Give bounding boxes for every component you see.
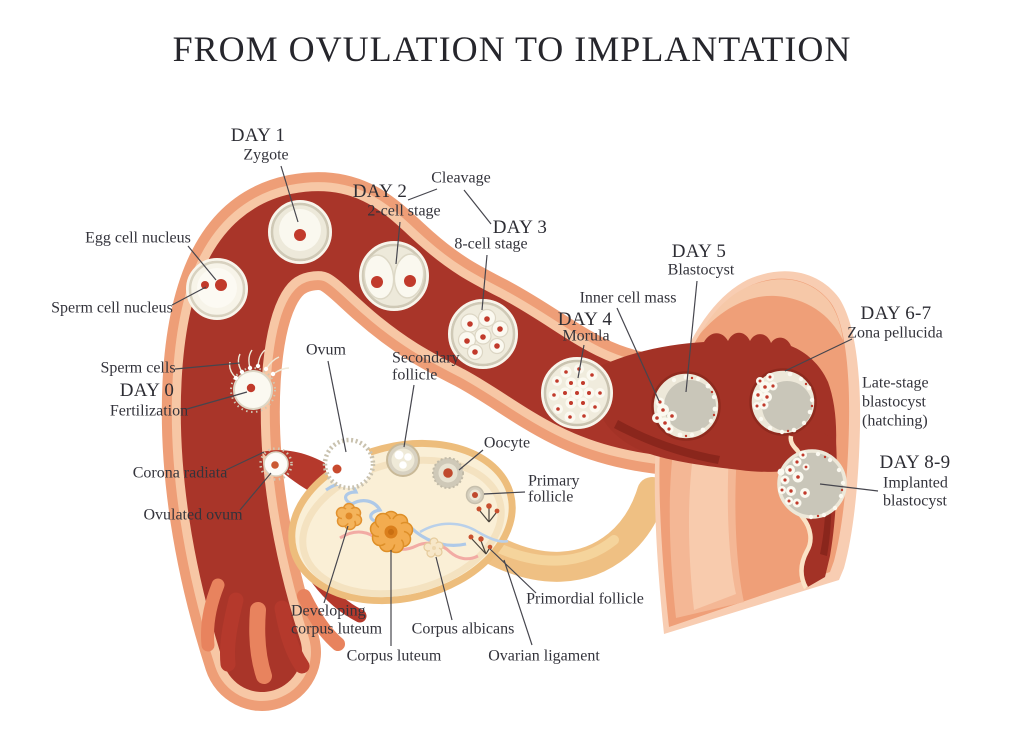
fimbriae (201, 573, 367, 684)
label-inner-cell-mass: Inner cell mass (579, 289, 677, 307)
cavity-streak-1 (614, 420, 720, 464)
leader-inner-cell-mass (616, 307, 660, 402)
label-corona-radiata: Corona radiata (132, 464, 228, 482)
leader-day89 (819, 483, 879, 492)
primordial-follicles (468, 503, 500, 555)
label-day3-name: 8-cell stage (454, 235, 528, 253)
two-cell-stage (359, 241, 429, 311)
ovary-vessel-blue-2 (419, 522, 509, 543)
leader-egg-cell-nucleus (187, 245, 217, 281)
label-cleavage: Cleavage (431, 169, 491, 187)
label-day0: DAY 0 (119, 380, 175, 402)
blastocyst-day5 (651, 371, 721, 441)
label-day89: DAY 8-9 (879, 452, 951, 474)
leader-primordial-follicle (489, 548, 537, 594)
label-day0-name: Fertilization (109, 402, 189, 420)
leader-developing-corpus-luteum (323, 525, 349, 604)
page-title: FROM OVULATION TO IMPLANTATION (172, 29, 852, 69)
leader-sperm-cell-nucleus (171, 286, 207, 306)
label-ovum: Ovum (306, 341, 346, 359)
label-late-stage-3: (hatching) (862, 412, 928, 430)
pronuclei-cell (186, 258, 248, 320)
label-day67: DAY 6-7 (860, 303, 932, 325)
ovary (288, 437, 516, 605)
secondary-follicle (386, 443, 420, 477)
leader-day4 (577, 344, 585, 379)
oocyte-follicle (432, 457, 464, 489)
leader-day1 (280, 165, 299, 223)
leader-ovum (327, 360, 347, 453)
leader-ovulated-ovum (239, 472, 272, 511)
label-late-stage-2: blastocyst (862, 393, 926, 411)
ovarian-ligament (475, 477, 667, 582)
label-day3: DAY 3 (492, 217, 548, 239)
leader-day2 (395, 221, 401, 265)
ovary-vessel-blue (325, 481, 467, 547)
zygote-cell (268, 200, 332, 264)
leader-day3 (481, 254, 488, 311)
eight-cell-stage (448, 299, 518, 369)
leader-lines (171, 165, 879, 646)
label-sperm-cells: Sperm cells (100, 359, 176, 377)
leader-sperm-cells (174, 362, 241, 370)
corpus-albicans (423, 537, 444, 558)
label-day1: DAY 1 (230, 125, 286, 147)
blastocyst-day67 (749, 368, 817, 436)
leader-primary-follicle (483, 491, 526, 495)
label-secondary-follicle-2: follicle (392, 366, 438, 384)
label-corpus-albicans: Corpus albicans (411, 620, 515, 638)
leader-cleavage-left (407, 188, 438, 201)
sperm-cells (228, 349, 290, 381)
primary-follicle (465, 485, 485, 505)
leader-fertilization (186, 391, 248, 410)
label-day67-name: Zona pellucida (847, 324, 943, 342)
corpus-luteum (369, 510, 414, 554)
leader-ovarian-ligament (503, 559, 533, 646)
fertilization-cell (228, 349, 290, 413)
label-day2: DAY 2 (352, 181, 408, 203)
fundus-highlight (700, 279, 843, 340)
label-late-stage-1: Late-stage (862, 374, 929, 392)
developing-corpus-luteum (335, 502, 363, 531)
ovulated-ovum (259, 447, 293, 481)
label-day89-2: blastocyst (883, 492, 947, 510)
label-primary-follicle-1: Primary (528, 472, 580, 490)
label-day5: DAY 5 (671, 241, 727, 263)
ovary-vessel-pink (339, 530, 479, 561)
label-day1-name: Zygote (243, 146, 289, 164)
leader-secondary-follicle (403, 384, 415, 448)
leader-zona-pellucida (784, 338, 853, 372)
label-ovulated-ovum: Ovulated ovum (143, 506, 243, 524)
label-day4: DAY 4 (557, 309, 613, 331)
label-primordial-follicle: Primordial follicle (526, 590, 644, 608)
label-day89-1: Implanted (883, 474, 948, 492)
leader-corpus-albicans (435, 556, 453, 621)
blastocyst-day89 (777, 449, 847, 520)
label-primary-follicle-2: follicle (528, 488, 574, 506)
label-oocyte: Oocyte (483, 434, 531, 452)
morula (541, 357, 613, 429)
label-corpus-luteum: Corpus luteum (346, 647, 442, 665)
label-developing-corpus-luteum-2: corpus luteum (291, 620, 383, 638)
ovum-follicle (322, 437, 376, 491)
leader-day5 (685, 280, 698, 393)
label-secondary-follicle-1: Secondary (392, 349, 460, 367)
label-sperm-cell-nucleus: Sperm cell nucleus (51, 299, 173, 317)
leader-cleavage-right (463, 189, 492, 225)
label-ovarian-ligament: Ovarian ligament (488, 647, 600, 665)
label-day4-name: Morula (562, 327, 610, 345)
label-day5-name: Blastocyst (667, 261, 735, 279)
label-day2-name: 2-cell stage (367, 202, 441, 220)
label-developing-corpus-luteum-1: Developing (291, 602, 366, 620)
leader-oocyte (458, 449, 484, 471)
leader-corona-radiata (225, 451, 265, 471)
label-egg-cell-nucleus: Egg cell nucleus (85, 229, 191, 247)
